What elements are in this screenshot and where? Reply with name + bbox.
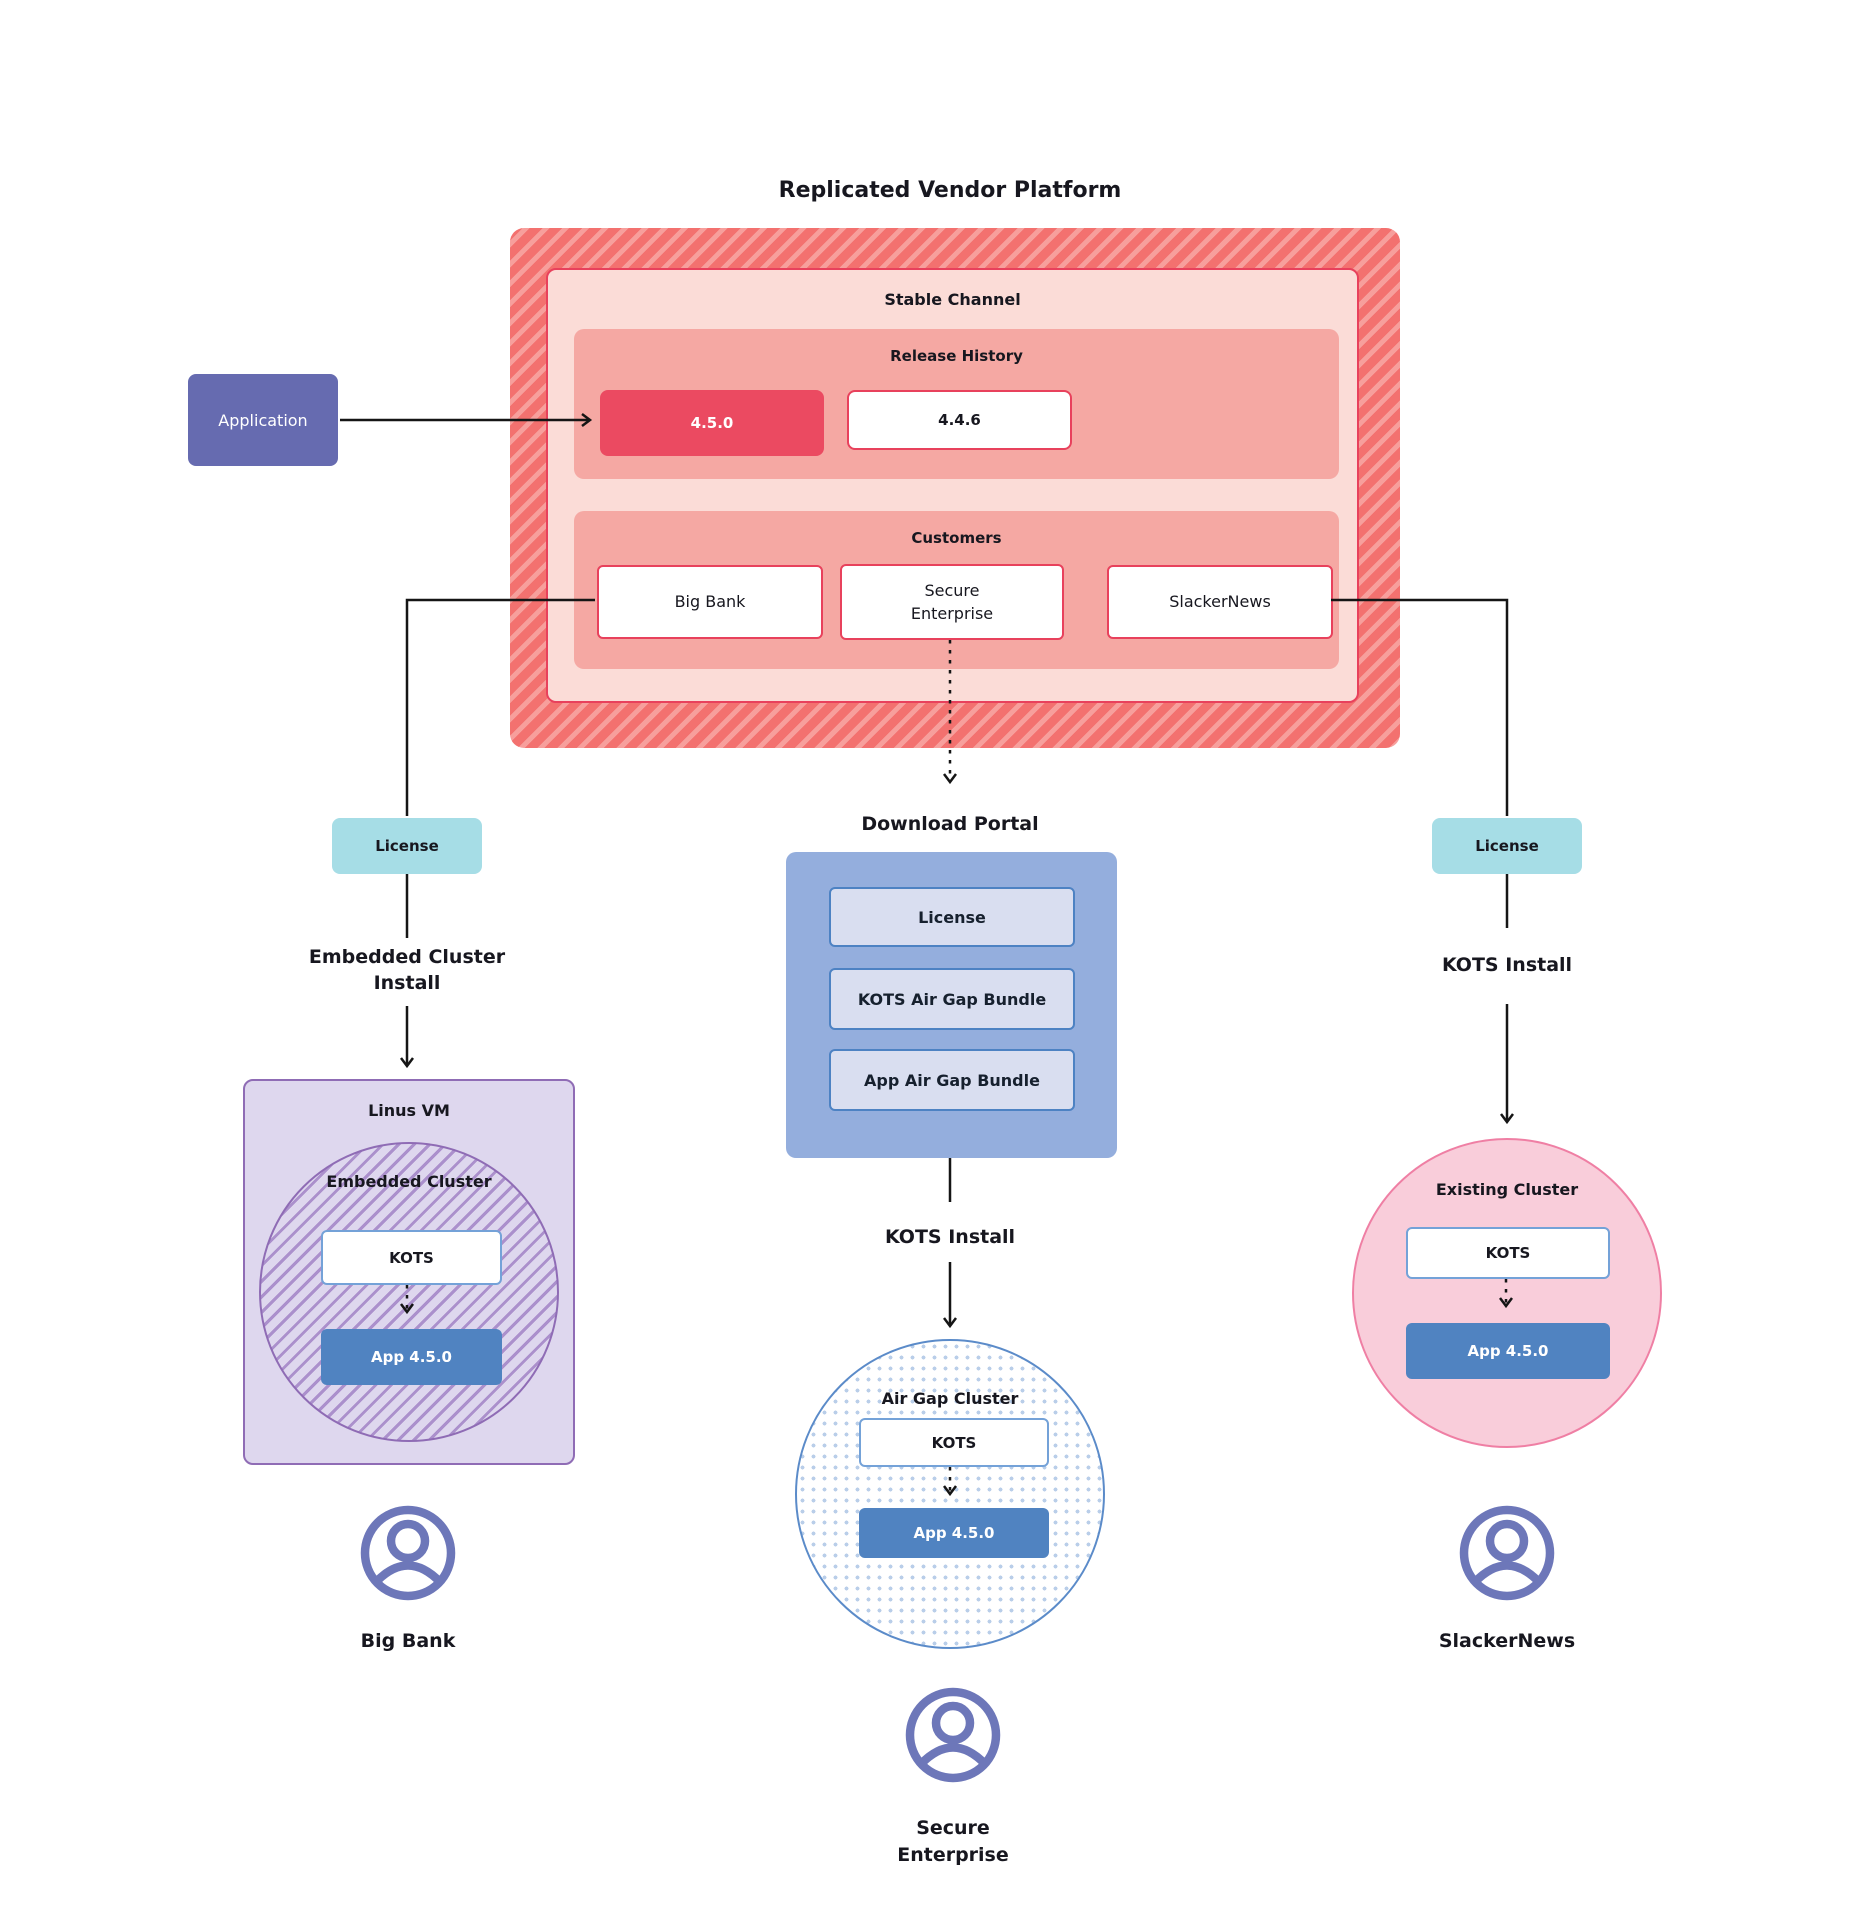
- slackernews-user-icon: [1455, 1501, 1559, 1605]
- vendor-platform-panel: Stable Channel Release History 4.5.0 4.4…: [510, 228, 1400, 748]
- release-history-label: Release History: [890, 347, 1023, 365]
- customer-secure-enterprise: Secure Enterprise: [840, 564, 1064, 640]
- portal-item-kots-airgap-bundle: KOTS Air Gap Bundle: [829, 968, 1075, 1030]
- license-chip-right: License: [1432, 818, 1582, 874]
- app-box-right: App 4.5.0: [1406, 1323, 1610, 1379]
- customer-big-bank: Big Bank: [597, 565, 823, 639]
- application-box: Application: [188, 374, 338, 466]
- kots-box-right: KOTS: [1406, 1227, 1610, 1279]
- big-bank-user-icon: [356, 1501, 460, 1605]
- kots-install-label-middle: KOTS Install: [884, 1226, 1016, 1248]
- kots-install-label-right: KOTS Install: [1441, 954, 1573, 976]
- portal-item-app-airgap-bundle: App Air Gap Bundle: [829, 1049, 1075, 1111]
- release-4-4-6: 4.4.6: [847, 390, 1072, 450]
- existing-cluster-label: Existing Cluster: [1435, 1180, 1579, 1199]
- kots-box-middle: KOTS: [859, 1418, 1049, 1467]
- linus-vm-label: Linus VM: [368, 1101, 450, 1120]
- app-box-middle: App 4.5.0: [859, 1508, 1049, 1558]
- stable-channel-panel: Stable Channel Release History 4.5.0 4.4…: [546, 268, 1359, 703]
- big-bank-name: Big Bank: [360, 1630, 456, 1652]
- portal-item-license: License: [829, 887, 1075, 947]
- embedded-cluster-label: Embedded Cluster: [326, 1172, 492, 1191]
- customers-label: Customers: [911, 529, 1002, 547]
- customers-panel: Customers Big Bank Secure Enterprise Sla…: [574, 511, 1339, 669]
- secure-enterprise-user-icon: [901, 1683, 1005, 1787]
- page-title: Replicated Vendor Platform: [778, 178, 1122, 203]
- app-box-left: App 4.5.0: [321, 1329, 502, 1385]
- kots-box-left: KOTS: [321, 1230, 502, 1285]
- license-chip-left: License: [332, 818, 482, 874]
- download-portal-title: Download Portal: [861, 813, 1039, 835]
- release-history-panel: Release History 4.5.0 4.4.6: [574, 329, 1339, 479]
- release-4-5-0: 4.5.0: [600, 390, 824, 456]
- stable-channel-label: Stable Channel: [884, 290, 1021, 309]
- embedded-cluster-circle: Embedded Cluster KOTS App 4.5.0: [259, 1142, 559, 1442]
- secure-enterprise-name: Secure Enterprise: [897, 1817, 1009, 1866]
- slackernews-name: SlackerNews: [1438, 1630, 1576, 1652]
- customer-slackernews: SlackerNews: [1107, 565, 1333, 639]
- existing-cluster-circle: Existing Cluster KOTS App 4.5.0: [1352, 1138, 1662, 1448]
- air-gap-cluster-circle: Air Gap Cluster KOTS App 4.5.0: [795, 1339, 1105, 1649]
- air-gap-cluster-label: Air Gap Cluster: [881, 1389, 1019, 1408]
- embedded-cluster-install-label: Embedded Cluster Install: [308, 946, 506, 994]
- linus-vm-panel: Linus VM Embedded Cluster KOTS App 4.5.0: [243, 1079, 575, 1465]
- download-portal-panel: License KOTS Air Gap Bundle App Air Gap …: [786, 852, 1117, 1158]
